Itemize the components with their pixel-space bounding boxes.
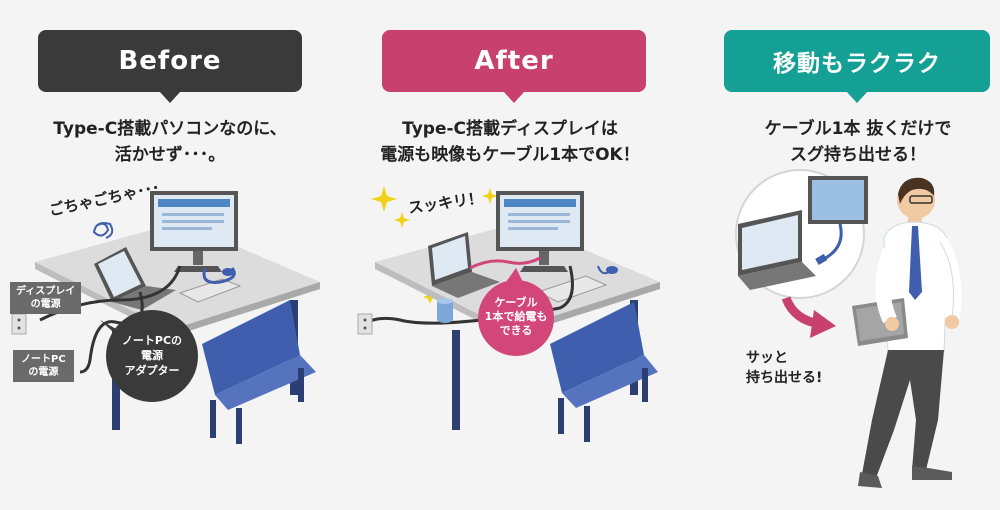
- before-caption-line2: 活かせず･･･。: [114, 145, 226, 165]
- after-heading-bubble: After: [382, 30, 646, 103]
- grab-and-go-note-line1: サッと: [746, 350, 788, 366]
- one-cable-badge-line1: ケーブル: [494, 296, 538, 309]
- mobile-illustration: [735, 169, 962, 488]
- notepc-power-label-line2: の電源: [28, 367, 59, 378]
- notepc-power-label: ノートPC の電源: [13, 350, 74, 382]
- adapter-label: ノートPCの 電源 アダプター: [112, 333, 192, 378]
- one-cable-badge: ケーブル 1本で給電も できる: [476, 296, 556, 338]
- before-desk-illustration: [11, 191, 320, 444]
- grab-and-go-note: サッと 持ち出せる!: [746, 348, 822, 388]
- before-caption: Type-C搭載パソコンなのに、 活かせず･･･。: [20, 116, 320, 168]
- mobile-caption-line2: スグ持ち出せる！: [790, 145, 926, 165]
- adapter-label-line1: ノートPCの: [121, 334, 183, 347]
- mobile-heading: 移動もラクラク: [773, 51, 941, 77]
- mobile-caption-line1: ケーブル1本 抜くだけで: [764, 119, 952, 139]
- after-caption-line2: 電源も映像もケーブル1本でOK！: [380, 145, 640, 165]
- before-heading-bubble: Before: [38, 30, 302, 103]
- one-cable-badge-line3: できる: [499, 324, 533, 337]
- notepc-power-label-line1: ノートPC: [21, 354, 66, 365]
- grab-and-go-note-line2: 持ち出せる!: [746, 370, 823, 386]
- before-heading: Before: [118, 46, 222, 76]
- before-caption-line1: Type-C搭載パソコンなのに、: [53, 119, 287, 139]
- adapter-label-line3: アダプター: [124, 364, 180, 377]
- after-caption: Type-C搭載ディスプレイは 電源も映像もケーブル1本でOK！: [360, 116, 660, 168]
- after-caption-line1: Type-C搭載ディスプレイは: [402, 119, 618, 139]
- mobile-panel: 移動もラクラク ケーブル1本 抜くだけで スグ持ち出せる！: [690, 0, 1000, 510]
- mobile-caption: ケーブル1本 抜くだけで スグ持ち出せる！: [708, 116, 1000, 168]
- display-power-label: ディスプレイ の電源: [10, 282, 82, 314]
- one-cable-badge-line2: 1本で給電も: [484, 310, 548, 323]
- display-power-label-line2: の電源: [30, 299, 61, 310]
- after-heading: After: [474, 46, 554, 76]
- adapter-label-line2: 電源: [141, 349, 163, 362]
- after-panel: After Type-C搭載ディスプレイは 電源も映像もケーブル1本でOK！: [340, 0, 680, 510]
- mobile-heading-bubble: 移動もラクラク: [724, 30, 990, 103]
- before-panel: Before Type-C搭載パソコンなのに、 活かせず･･･。: [0, 0, 340, 510]
- after-desk-illustration: [357, 186, 660, 442]
- display-power-label-line1: ディスプレイ: [16, 286, 76, 297]
